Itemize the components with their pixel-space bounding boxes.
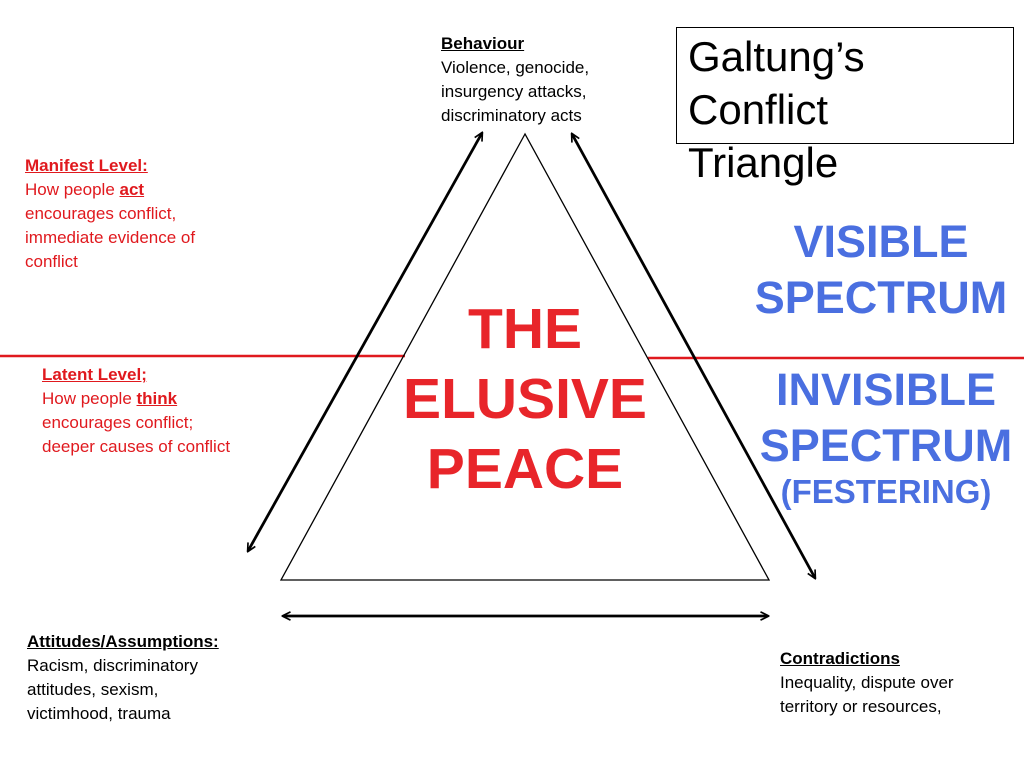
attitudes-line-2: attitudes, sexism, [27,680,159,699]
manifest-line-4: conflict [25,252,78,271]
manifest-keyword: act [119,180,145,199]
behaviour-line-2: insurgency attacks, [441,82,587,101]
invisible-line-1: INVISIBLE [775,364,997,415]
visible-line-1: VISIBLE [793,216,969,267]
arrow-right-edge [572,134,815,578]
diagram-title: Galtung’s Conflict Triangle [688,30,865,189]
latent-line-1-prefix: How people [42,389,137,408]
manifest-line-2: encourages conflict, [25,204,177,223]
invisible-spectrum-label: INVISIBLE SPECTRUM (FESTERING) [750,362,1022,510]
latent-level-label: Latent Level; How people think encourage… [42,363,230,459]
behaviour-label: Behaviour Violence, genocide, insurgency… [441,32,589,128]
invisible-line-3: (FESTERING) [780,473,992,510]
contradictions-label: Contradictions Inequality, dispute over … [780,647,954,719]
behaviour-line-3: discriminatory acts [441,106,582,125]
title-line-1: Galtung’s [688,33,865,80]
elusive-peace-label: THE ELUSIVE PEACE [385,294,665,504]
behaviour-heading: Behaviour [441,34,525,53]
visible-spectrum-label: VISIBLE SPECTRUM [746,214,1016,326]
center-line-3: PEACE [426,437,624,501]
attitudes-line-3: victimhood, trauma [27,704,171,723]
attitudes-heading: Attitudes/Assumptions: [27,632,219,651]
manifest-heading: Manifest Level: [25,156,148,175]
title-line-2: Conflict [688,86,829,133]
center-line-2: ELUSIVE [403,367,647,431]
attitudes-line-1: Racism, discriminatory [27,656,198,675]
latent-keyword: think [136,389,178,408]
manifest-line-3: immediate evidence of [25,228,196,247]
attitudes-label: Attitudes/Assumptions: Racism, discrimin… [27,630,219,726]
latent-line-2: encourages conflict; [42,413,194,432]
manifest-line-1: How people act [25,178,195,202]
behaviour-line-1: Violence, genocide, [441,58,590,77]
invisible-line-2: SPECTRUM [759,420,1013,471]
center-line-1: THE [468,297,582,361]
contradictions-line-1: Inequality, dispute over [780,673,954,692]
visible-line-2: SPECTRUM [754,272,1008,323]
title-box [676,27,1014,144]
latent-heading: Latent Level; [42,365,147,384]
manifest-level-label: Manifest Level: How people act encourage… [25,154,195,274]
arrow-left-edge [248,133,482,551]
manifest-line-1-prefix: How people [25,180,120,199]
contradictions-heading: Contradictions [780,649,900,668]
latent-line-3: deeper causes of conflict [42,437,231,456]
contradictions-line-2: territory or resources, [780,697,942,716]
title-line-3: Triangle [688,139,839,186]
latent-line-1: How people think [42,387,230,411]
